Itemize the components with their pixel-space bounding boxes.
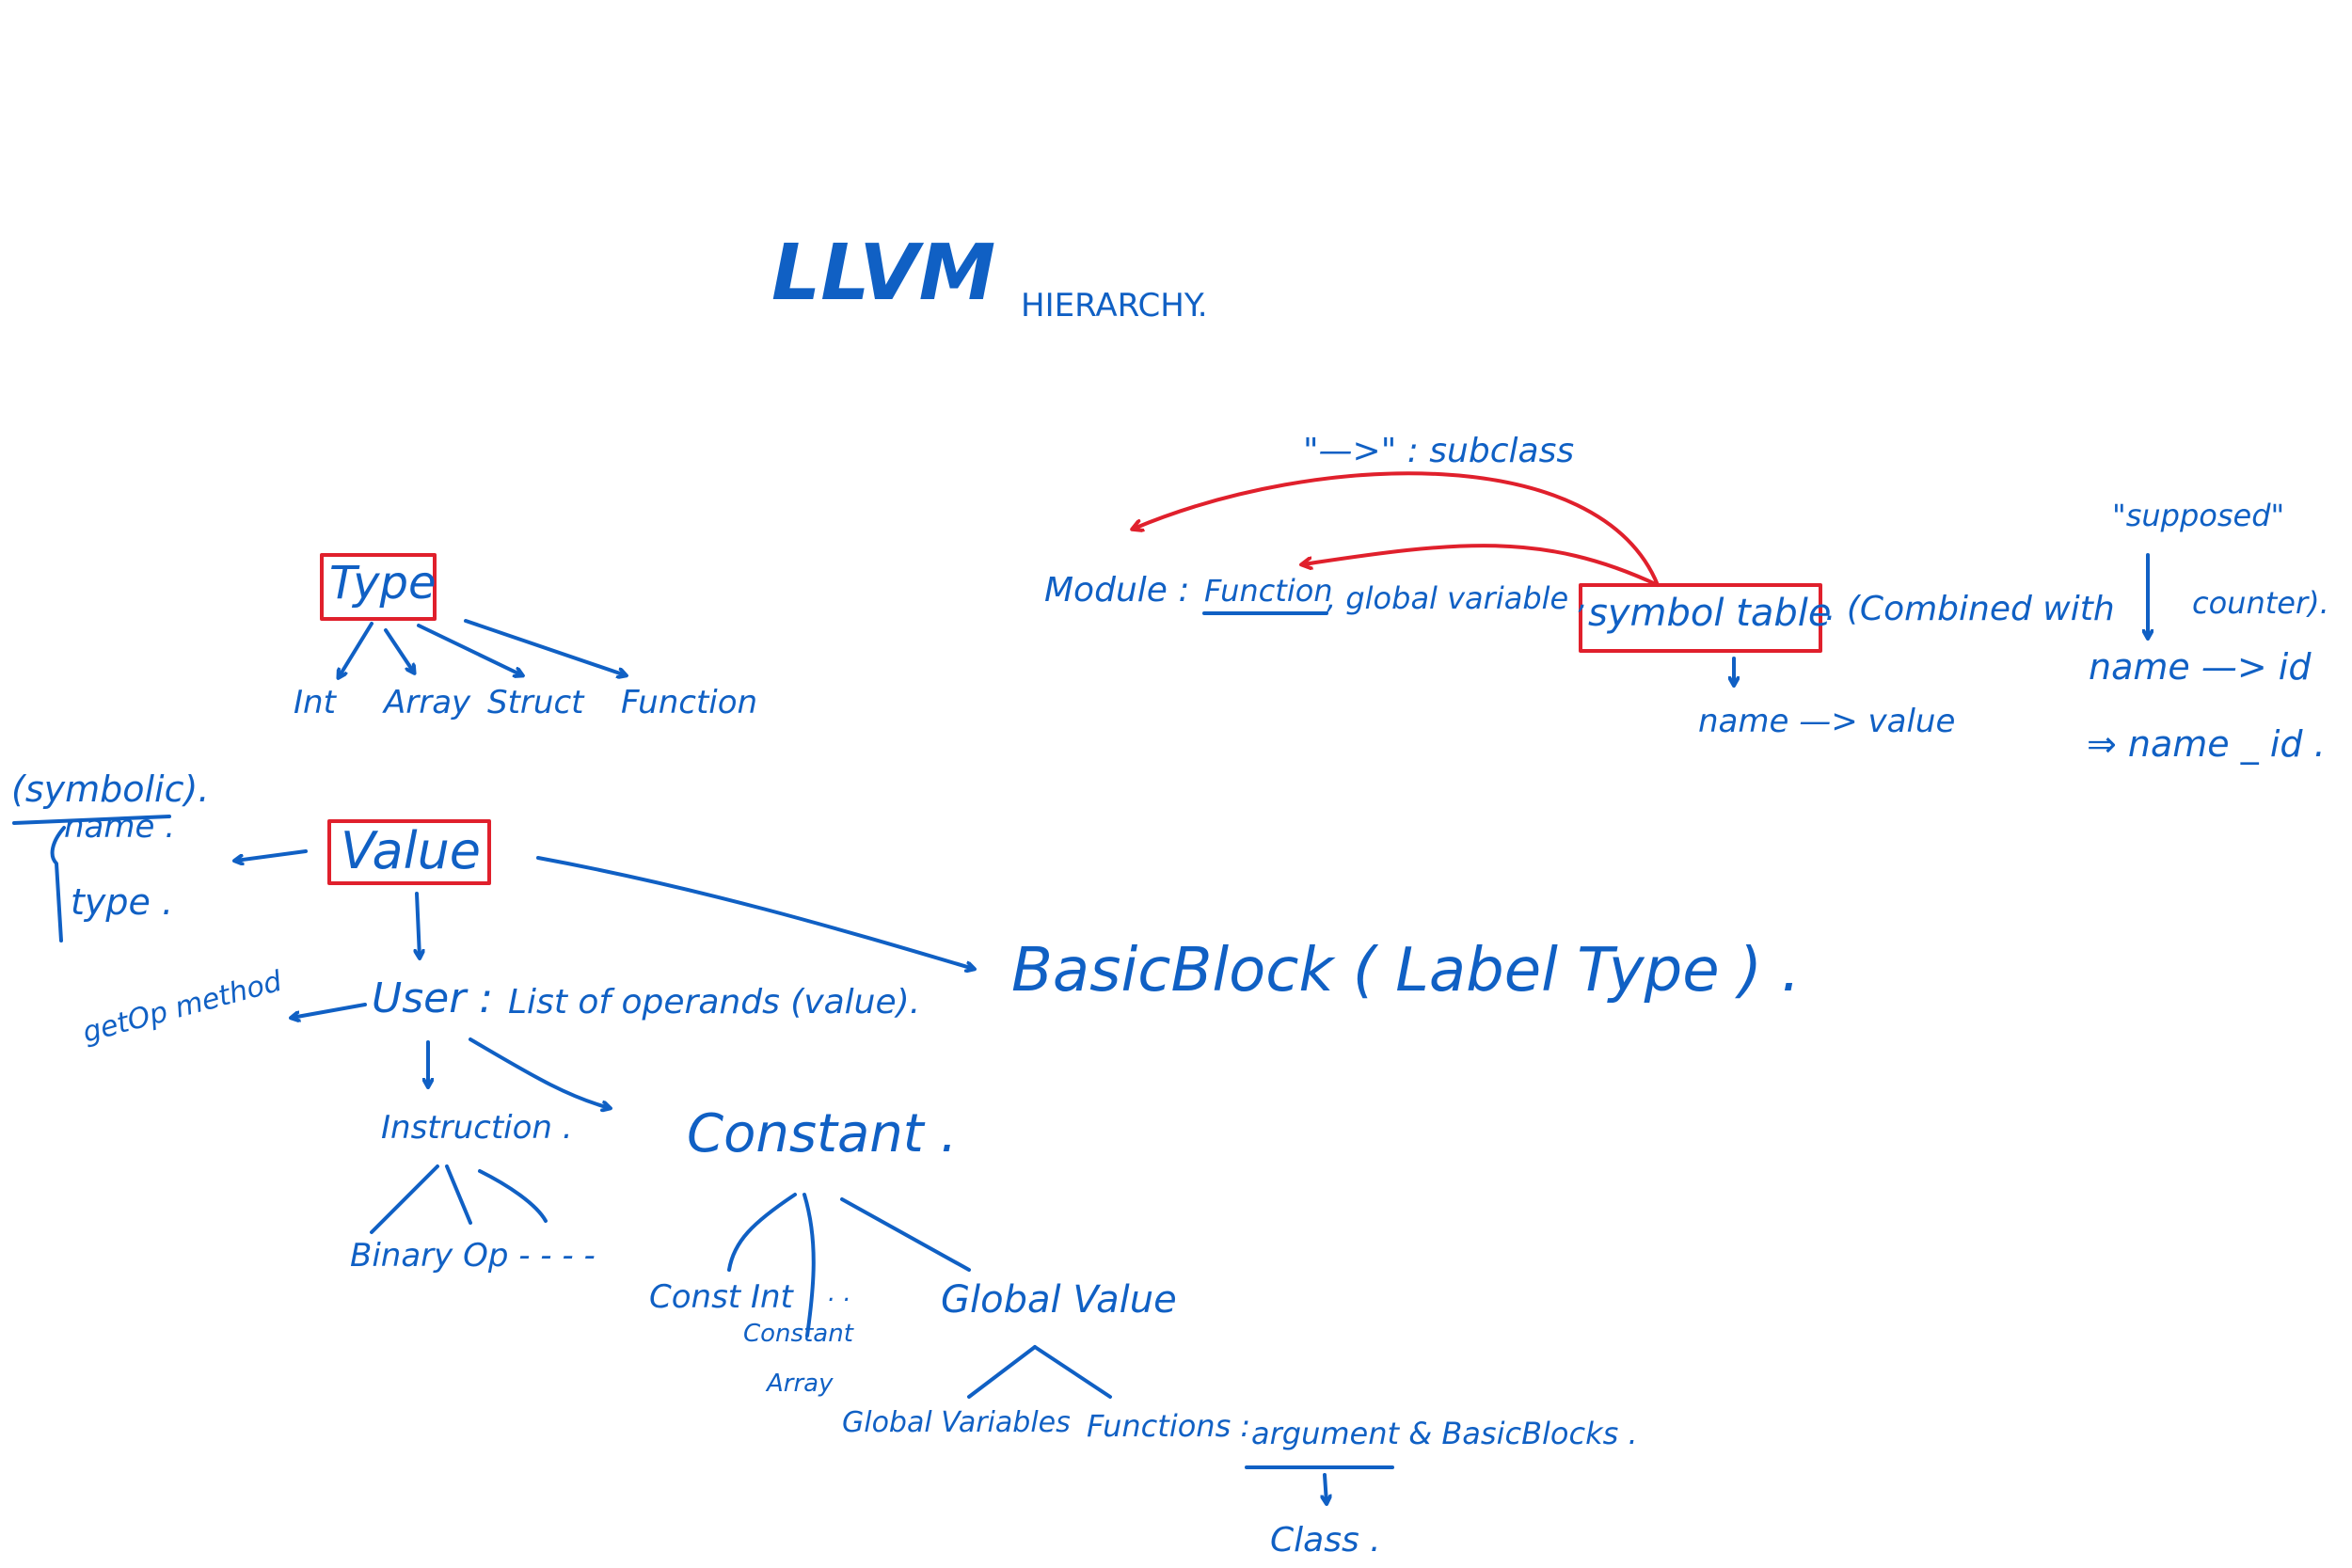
module-label: Module :: [1044, 571, 1190, 610]
type-root-label: Type: [329, 557, 437, 610]
title-sub: HIERARCHY.: [1021, 287, 1208, 325]
user-to-constant-arrow: [469, 1037, 610, 1108]
type-box: [320, 553, 437, 621]
type-child-array: Array: [384, 684, 471, 721]
user-label: User :: [372, 974, 494, 1022]
argument-down-arrow: [1325, 1473, 1327, 1503]
type-child-int: Int: [294, 684, 336, 721]
name-attr-label: name .: [64, 808, 176, 846]
basicblock-label: BasicBlock ( Label Type ) .: [1011, 936, 1801, 1006]
instruction-line-2: [445, 1164, 472, 1225]
name-to-id-label: name —> id: [2089, 646, 2312, 688]
constant-line-3: [840, 1197, 971, 1272]
instruction-line-3: [478, 1169, 548, 1223]
instruction-label: Instruction .: [381, 1109, 573, 1147]
combined-label: . (Combined with: [1825, 590, 2115, 628]
symbolic-bracket: [50, 826, 66, 942]
name-underscore-id-label: ⇒ name _ id .: [2087, 723, 2326, 765]
supposed-label: "supposed": [2112, 498, 2285, 533]
type-child-struct: Struct: [487, 684, 584, 721]
type-to-int-arrow: [339, 622, 373, 677]
user-desc-label: List of operands (value).: [508, 983, 921, 1022]
symbol-table-label: symbol table: [1588, 592, 1832, 635]
constant-array-label-2: Array: [767, 1370, 834, 1398]
function-label: Function: [1204, 573, 1333, 609]
argument-basicblocks-label: argument & BasicBlocks .: [1251, 1416, 1638, 1451]
legend-subclass: "—>" : subclass: [1303, 432, 1575, 470]
constant-array-label-1: Constant: [743, 1320, 853, 1348]
symbol-to-module-arrow: [1134, 471, 1660, 587]
user-to-getop-arrow: [292, 1003, 367, 1018]
global-value-line-2: [1033, 1345, 1112, 1399]
name-to-value-label: name —> value: [1698, 703, 1956, 740]
instruction-line-1: [370, 1164, 439, 1234]
type-to-struct-arrow: [417, 624, 522, 675]
type-attr-label: type .: [71, 881, 174, 923]
value-to-symbolic-arrow: [235, 849, 308, 861]
title-main: LLVM: [771, 229, 996, 318]
type-to-function-arrow: [464, 619, 626, 675]
constant-line-2: [803, 1193, 816, 1338]
global-value-label: Global Value: [941, 1278, 1177, 1322]
global-value-line-1: [967, 1345, 1037, 1399]
symbol-table-box: [1579, 583, 1822, 653]
counter-label: counter).: [2192, 585, 2329, 621]
constant-label: Constant .: [687, 1103, 958, 1164]
value-box: [327, 819, 491, 885]
type-to-array-arrow: [384, 628, 414, 673]
type-child-function: Function: [621, 684, 758, 721]
global-variables-label: Global Variables: [842, 1406, 1071, 1439]
symbol-to-function-arrow: [1303, 544, 1660, 587]
symbolic-label: (symbolic).: [11, 768, 210, 810]
global-variable-label: , global variable ,: [1327, 580, 1588, 616]
symbolic-underline: [12, 815, 171, 825]
functions-label: Functions :: [1087, 1408, 1251, 1444]
value-to-basicblock-arrow: [536, 856, 974, 969]
constant-dots: . .: [828, 1279, 851, 1307]
class-label: Class .: [1270, 1521, 1381, 1560]
binary-op-label: Binary Op - - - -: [350, 1237, 596, 1275]
value-root-label: Value: [341, 821, 482, 880]
value-to-user-arrow: [417, 892, 420, 958]
const-int-label: Const Int: [649, 1278, 793, 1316]
constant-line-1: [727, 1193, 797, 1272]
